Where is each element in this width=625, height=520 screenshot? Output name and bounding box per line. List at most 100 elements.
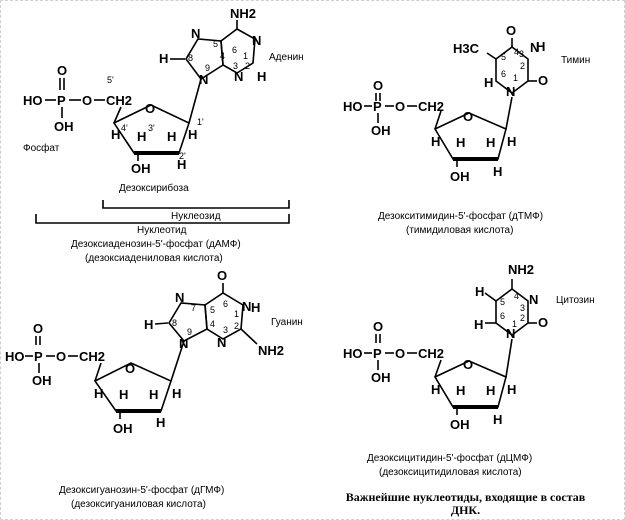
dtmp-phosphorus: P <box>373 99 382 114</box>
dcmp-structure: O HO P O OH CH2 O H H H H H OH N N NH2 O… <box>343 262 595 478</box>
dgmp-phosphate-ho: HO <box>5 349 25 364</box>
dtmp-phosphate-ho: HO <box>343 99 363 114</box>
dtmp-h6: H <box>484 75 493 90</box>
dtmp-h4: H <box>431 134 440 149</box>
damp-n1: N <box>252 33 261 48</box>
dgmp-base-label: Гуанин <box>271 317 303 328</box>
dtmp-n3: N <box>530 40 539 55</box>
dgmp-nh2: NH2 <box>258 343 284 358</box>
dgmp-n1: N <box>242 299 251 314</box>
damp-num3: 3 <box>233 61 238 71</box>
dtmp-o4: O <box>506 23 516 38</box>
caption-line-1: Важнейшие нуклеотиды, входящие в состав <box>345 490 586 504</box>
dcmp-oh3: OH <box>450 417 470 432</box>
dtmp-num3: 3 <box>519 49 524 59</box>
dgmp-phosphate-o-bridge: O <box>56 349 66 364</box>
dcmp-name: Дезоксицитидин-5'-фосфат (дЦМФ) <box>367 452 532 464</box>
dcmp-nh2: NH2 <box>508 262 534 277</box>
dcmp-base-label: Цитозин <box>556 295 595 306</box>
dcmp-ch2: CH2 <box>418 346 444 361</box>
dgmp-num6: 6 <box>223 299 228 309</box>
dtmp-h-n3: H <box>536 39 545 54</box>
dtmp-base-label: Тимин <box>561 55 590 66</box>
damp-h2: H <box>257 69 266 84</box>
dgmp-h2a: H <box>149 387 158 402</box>
dtmp-num1: 1 <box>513 73 518 83</box>
dtmp-ch2: CH2 <box>418 99 444 114</box>
damp-name: Дезоксиаденозин-5'-фосфат (дАМФ) <box>71 238 241 250</box>
dtmp-structure: O HO P O OH CH2 O H H H H H OH N N H O O… <box>343 23 590 236</box>
dgmp-ring-o: O <box>125 361 135 376</box>
dgmp-acid: (дезоксигуаниловая кислота) <box>71 499 206 510</box>
dtmp-ring-o: O <box>463 109 473 124</box>
dgmp-n3: N <box>217 335 226 350</box>
dgmp-n7: N <box>175 290 184 305</box>
dgmp-num7: 7 <box>191 303 196 313</box>
dcmp-h5: H <box>475 284 484 299</box>
dgmp-structure: O HO P O OH CH2 O H H H H H OH N N N H N… <box>5 268 303 510</box>
dtmp-phosphate-o-bridge: O <box>395 99 405 114</box>
damp-ch2: CH2 <box>106 93 132 108</box>
dtmp-o2: O <box>538 73 548 88</box>
dtmp-h2b: H <box>493 164 502 179</box>
dgmp-h8: H <box>144 317 153 332</box>
dcmp-n3: N <box>529 292 538 307</box>
dgmp-o6: O <box>217 268 227 283</box>
damp-n7: N <box>191 26 200 41</box>
dcmp-ring-o: O <box>463 357 473 372</box>
dtmp-phosphate-o-top: O <box>373 78 383 93</box>
damp-num6: 6 <box>232 45 237 55</box>
damp-num8: 8 <box>188 53 193 63</box>
caption-line-2: ДНК. <box>450 503 481 517</box>
figure-caption: Важнейшие нуклеотиды, входящие в состав … <box>313 491 618 517</box>
damp-structure: O HO P O OH Фосфат CH2 5' O H H H H H OH… <box>23 6 304 264</box>
damp-nh2: NH2 <box>230 6 256 21</box>
dgmp-num3: 3 <box>223 325 228 335</box>
dgmp-oh3: OH <box>113 421 133 436</box>
damp-h2a: H <box>167 129 176 144</box>
dtmp-h2a: H <box>486 135 495 150</box>
dtmp-methyl: H3C <box>453 41 480 56</box>
dgmp-name: Дезоксигуанозин-5'-фосфат (дГМФ) <box>59 484 224 496</box>
damp-phosphate-label: Фосфат <box>23 142 60 154</box>
dcmp-phosphorus: P <box>373 346 382 361</box>
dcmp-acid: (дезоксицитидиловая кислота) <box>379 467 522 478</box>
dcmp-num6: 6 <box>500 311 505 321</box>
dtmp-name: Дезокситимидин-5'-фосфат (дТМФ) <box>378 210 543 222</box>
dcmp-phosphate-ho: HO <box>343 346 363 361</box>
dcmp-h6: H <box>474 317 483 332</box>
damp-2prime: 2' <box>179 151 186 161</box>
damp-oh3: OH <box>131 161 151 176</box>
damp-h1: H <box>188 127 197 142</box>
damp-base-label: Аденин <box>269 52 304 63</box>
damp-sugar-label: Дезоксирибоза <box>119 182 189 194</box>
damp-3prime: 3' <box>148 123 155 133</box>
dtmp-acid: (тимидиловая кислота) <box>406 225 513 236</box>
dcmp-h4: H <box>431 382 440 397</box>
dtmp-oh3: OH <box>450 169 470 184</box>
damp-ring-o: O <box>145 101 155 116</box>
damp-n9: N <box>199 72 208 87</box>
dgmp-phosphorus: P <box>34 349 43 364</box>
dgmp-h3: H <box>119 387 128 402</box>
damp-phosphate-o-top: O <box>57 63 67 78</box>
damp-4prime: 4' <box>121 123 128 133</box>
damp-1prime: 1' <box>197 117 204 127</box>
dtmp-num6: 6 <box>501 69 506 79</box>
dgmp-phosphate-o-top: O <box>33 321 43 336</box>
damp-num2: 2 <box>245 61 250 71</box>
dcmp-num1: 1 <box>512 319 517 329</box>
dgmp-num9: 9 <box>187 327 192 337</box>
damp-num4: 4 <box>220 51 225 61</box>
dtmp-num4: 4 <box>514 47 519 57</box>
dcmp-phosphate-o-bridge: O <box>395 346 405 361</box>
damp-num5: 5 <box>213 39 218 49</box>
dcmp-phosphate-o-top: O <box>373 319 383 334</box>
damp-phosphate-o-bridge: O <box>82 93 92 108</box>
dcmp-n1: N <box>506 326 515 341</box>
damp-5prime: 5' <box>107 75 114 85</box>
dgmp-num8: 8 <box>172 318 177 328</box>
damp-num9: 9 <box>205 63 210 73</box>
